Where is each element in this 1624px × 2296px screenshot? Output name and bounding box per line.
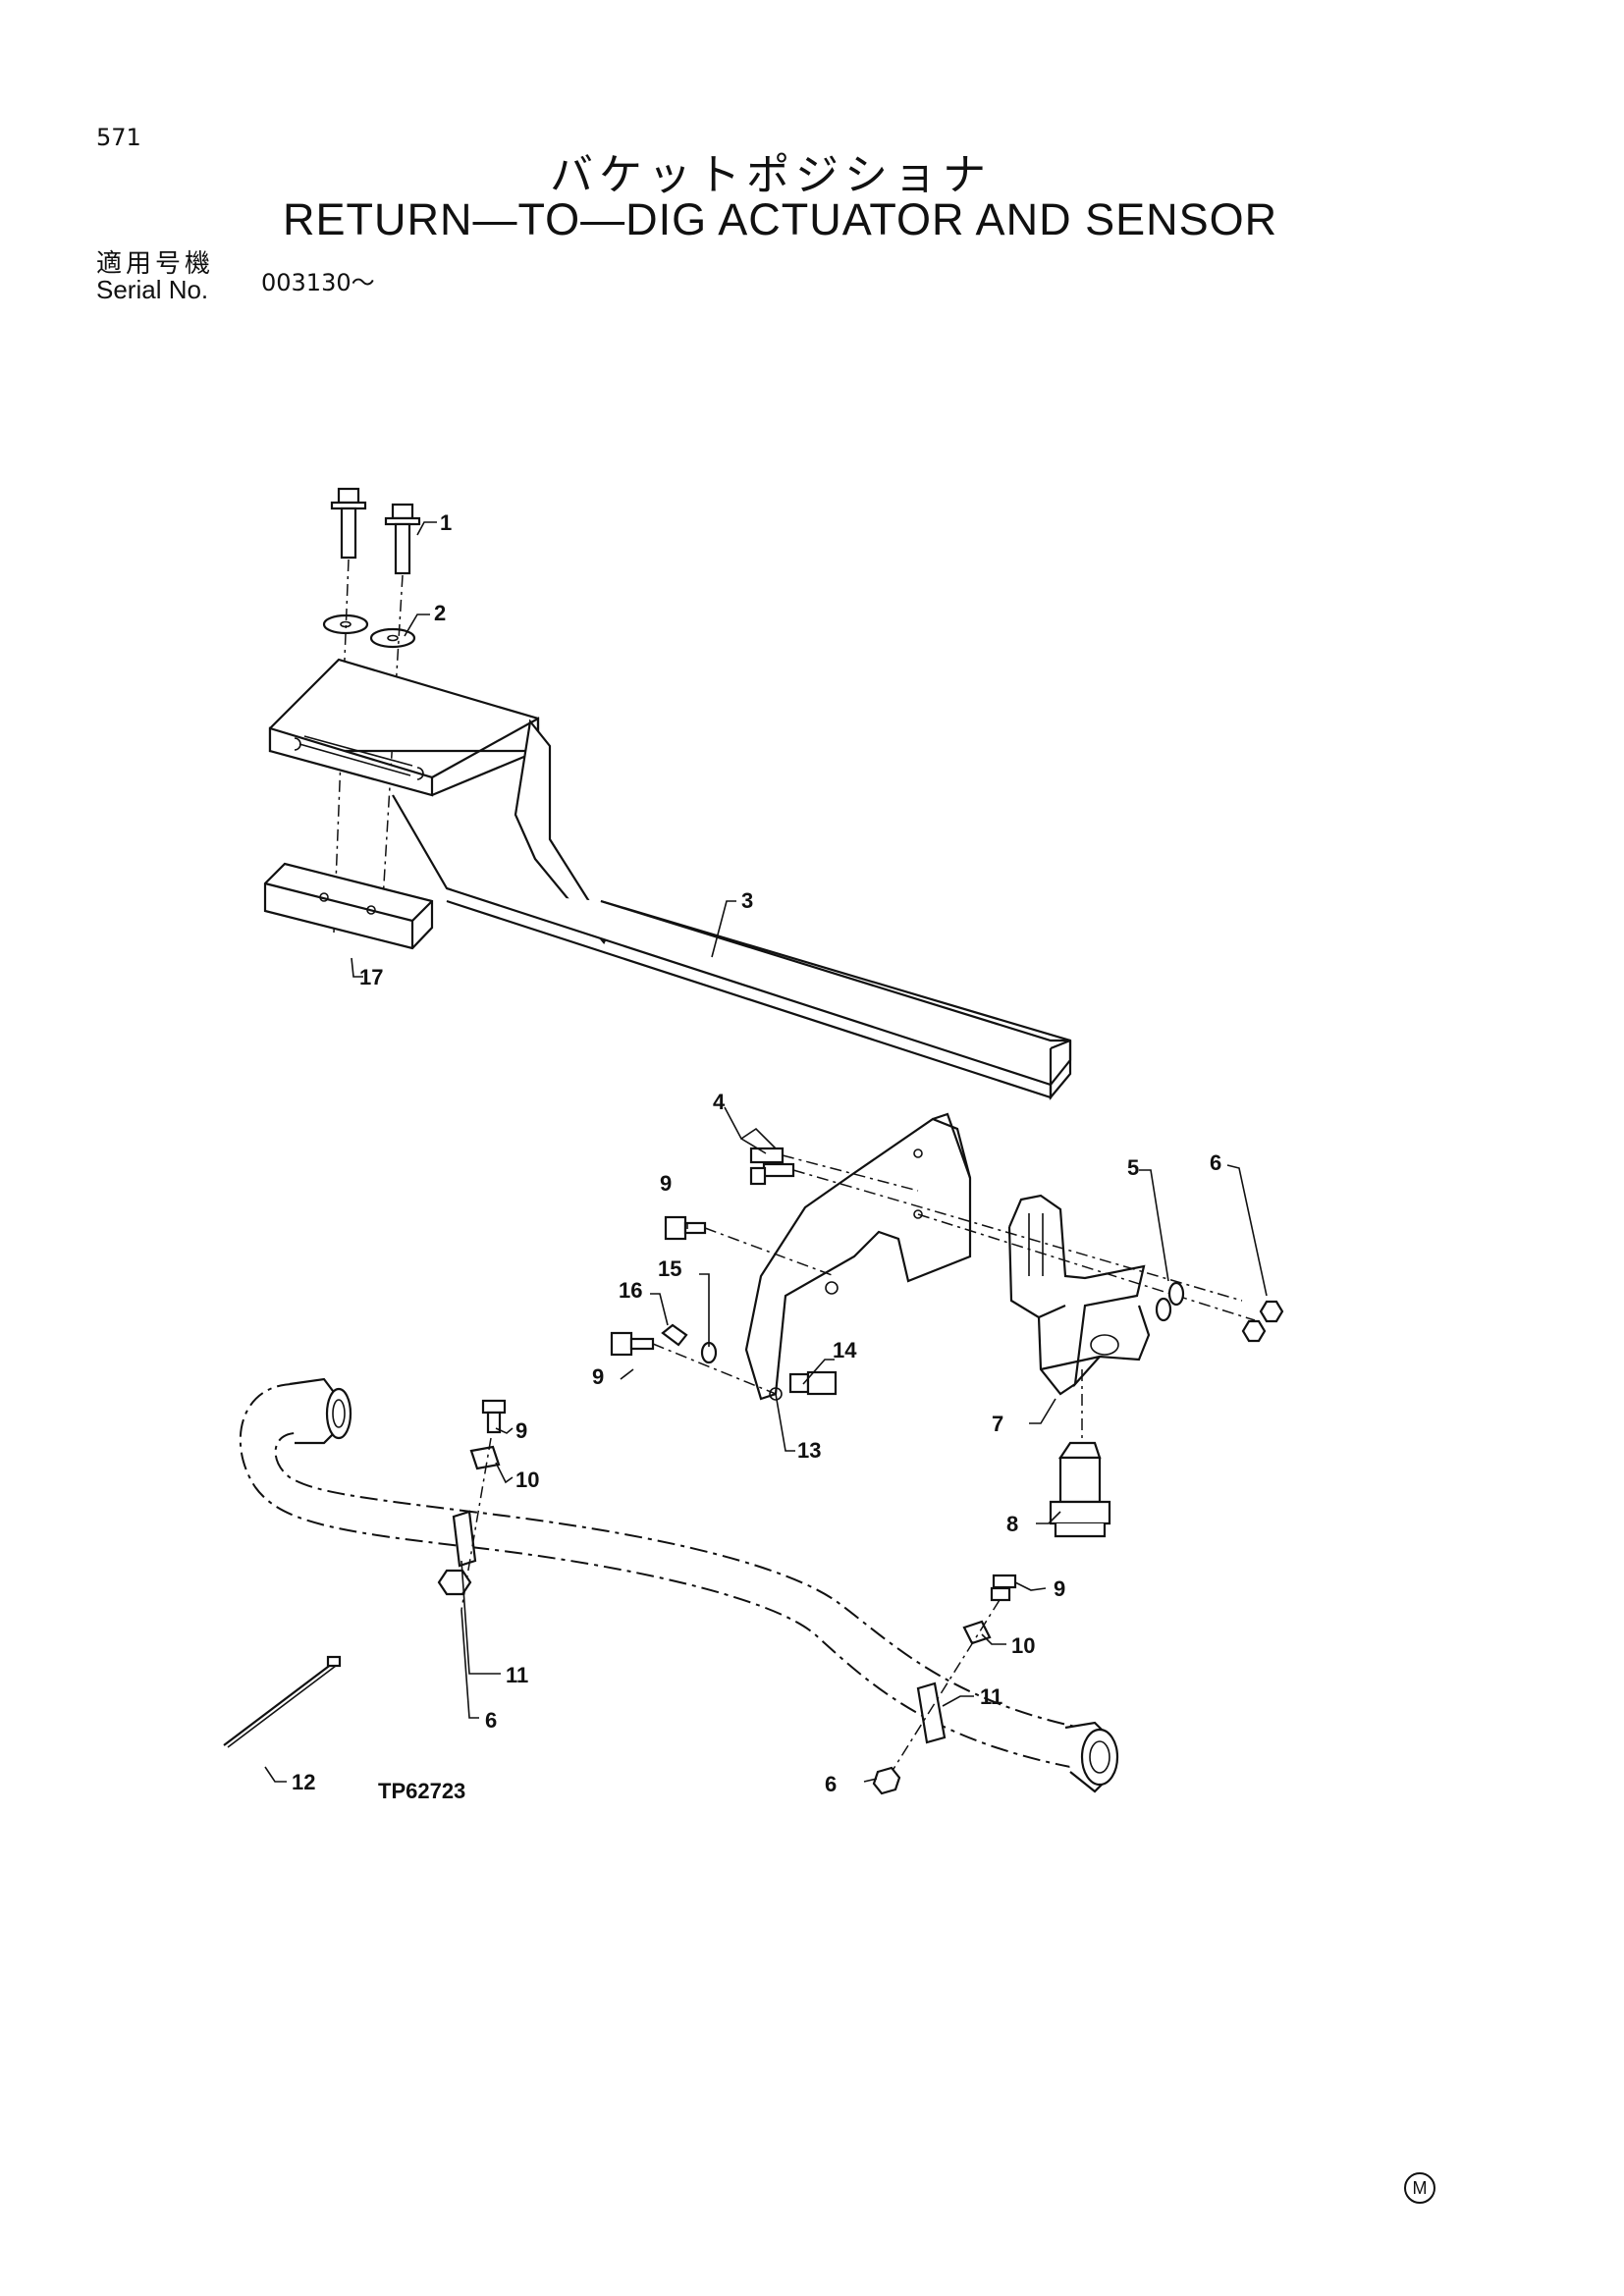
nut-part-6 (1241, 1300, 1284, 1343)
callout-6a: 6 (1210, 1150, 1221, 1175)
callout-9a: 9 (660, 1171, 672, 1196)
bolt-part-9-hose-right (990, 1574, 1017, 1602)
callout-13: 13 (797, 1438, 821, 1463)
nut-part-10-left (469, 1445, 501, 1470)
title-japanese: バケットポジショナ (550, 150, 992, 200)
washer-part-5 (1155, 1281, 1185, 1322)
callout-3: 3 (741, 888, 753, 913)
washer-part-2 (322, 614, 416, 649)
pin-part-16 (661, 1323, 688, 1347)
callout-15: 15 (658, 1256, 681, 1281)
cable-tie-part-12 (223, 1655, 342, 1748)
callout-14: 14 (833, 1338, 857, 1362)
serial-label: Serial No. (96, 275, 209, 304)
manufacturer-mark: M (1404, 2172, 1435, 2204)
sensor-part-8 (1049, 1441, 1111, 1538)
plate-part-13 (744, 1112, 972, 1401)
callout-10a: 10 (515, 1468, 539, 1492)
callout-9b: 9 (592, 1364, 604, 1389)
spacer-block-part-17 (263, 862, 434, 950)
hose-assembly (239, 1377, 1119, 1793)
callout-7: 7 (992, 1412, 1003, 1436)
callout-9c: 9 (515, 1418, 527, 1443)
callout-11b: 11 (980, 1684, 1002, 1709)
bolt-part-9 (610, 1215, 707, 1357)
nut-part-6-hose-left (437, 1569, 472, 1596)
callout-4: 4 (713, 1090, 726, 1114)
callout-8: 8 (1006, 1512, 1018, 1536)
serial-label-japanese: 適用号機 (96, 249, 215, 279)
nut-part-10-right (962, 1620, 992, 1645)
bolt-part-1 (330, 487, 421, 575)
bolt-part-4 (749, 1147, 795, 1186)
page-title: RETURN—TO—DIG ACTUATOR AND SENSOR (283, 194, 1278, 244)
callout-6b: 6 (485, 1708, 497, 1733)
leader-lines (264, 521, 1268, 1783)
page-number: 571 (96, 124, 141, 151)
diagram-code: TP62723 (378, 1779, 465, 1803)
callout-11a: 11 (506, 1663, 528, 1687)
sensor-bracket-part-7 (1007, 1194, 1151, 1396)
callout-5: 5 (1127, 1155, 1139, 1180)
callout-1: 1 (440, 510, 452, 535)
serial-value: 003130～ (261, 269, 375, 296)
callout-17: 17 (359, 965, 383, 989)
bolt-part-9-hose-left (481, 1399, 507, 1434)
callout-16: 16 (619, 1278, 642, 1303)
callout-6c: 6 (825, 1772, 837, 1796)
callout-10b: 10 (1011, 1633, 1035, 1658)
bracket-part-3 (268, 658, 1072, 1101)
callout-12: 12 (292, 1770, 315, 1794)
callout-9d: 9 (1054, 1576, 1065, 1601)
nut-part-6-hose-right (872, 1766, 901, 1795)
bolt-part-14 (788, 1370, 838, 1396)
callout-2: 2 (434, 601, 446, 625)
